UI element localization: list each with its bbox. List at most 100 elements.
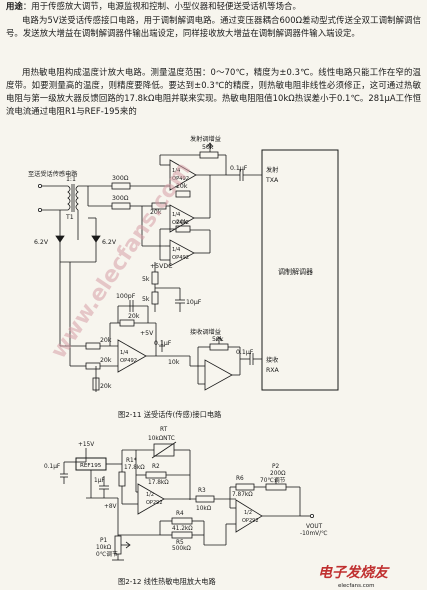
label-v15: +15V — [78, 442, 94, 448]
label-c01-a: 0.1μF — [230, 165, 248, 172]
label-vdc: +5VDC — [150, 263, 172, 270]
label-r50k-b: 50k — [212, 336, 224, 343]
label-tx1: 发射 — [266, 166, 278, 174]
label-r1: R1* — [126, 458, 137, 464]
label-op-a2: OP492 — [172, 176, 189, 182]
label-op2: 1/2 — [244, 510, 252, 516]
label-r2v: 17.8kΩ — [148, 480, 169, 486]
label-r2: R2 — [152, 464, 160, 470]
resistor-300-b — [111, 202, 131, 210]
resistor-r4 — [171, 517, 193, 525]
zener-b — [91, 235, 101, 243]
label-modem: 调制解调器 — [278, 267, 313, 276]
label-r5v: 500kΩ — [172, 546, 191, 552]
opamp-c — [169, 239, 195, 267]
logo-text: 电子发烧友 — [318, 564, 390, 581]
label-r50k-a: 50k — [202, 144, 214, 151]
zener-a — [55, 235, 65, 243]
label-op-c2: OP492 — [172, 255, 189, 261]
resistor-50k-b — [209, 343, 229, 351]
modem-block — [261, 149, 339, 391]
opamp-op292-b — [235, 499, 263, 533]
resistor-r2 — [145, 471, 167, 479]
label-op-a: 1/4 — [172, 168, 181, 174]
label-rtv: 10kΩNTC — [148, 436, 175, 442]
figure-2-12-labels: +15V 0.1μF REF195 1μF R1* 17.8kΩ RT 10kΩ… — [44, 427, 328, 558]
label-c100p: 100pF — [116, 293, 136, 300]
figure-2-12-caption: 图2-12 线性热敏电阻放大电路 — [118, 577, 216, 586]
label-v5: +5V — [140, 330, 154, 337]
label-c01-c: 0.1μF — [236, 349, 254, 356]
opamp-b — [169, 204, 195, 233]
label-ref195: REF195 — [80, 463, 102, 469]
label-rx1: 接收 — [266, 356, 278, 364]
resistor-5k-a — [151, 271, 159, 285]
label-tx-gain: 发射调增益 — [190, 135, 221, 143]
opamp-op292-a — [137, 483, 165, 515]
label-r10k: 10k — [168, 359, 180, 366]
label-vout2: -10mV/℃ — [300, 530, 328, 537]
label-op1b: OP292 — [146, 500, 163, 506]
label-p2adj: 70℃调节 — [260, 476, 286, 484]
label-p1: P1 — [100, 538, 107, 544]
resistor-5k-b — [151, 291, 159, 305]
label-line-side: 至送受话传感电路 — [28, 170, 78, 178]
label-t1: T1 — [65, 214, 74, 221]
paragraph-usage: 用途：用于传感放大调节，电源监视和控制、小型仪器和轻便送受话机等场合。 — [6, 0, 421, 13]
label-r300b: 300Ω — [112, 195, 129, 202]
label-r20k-b: 20k — [176, 183, 188, 190]
label-op-d: 1/4 — [120, 350, 129, 356]
resistor-r6 — [235, 483, 255, 491]
site-logo: 电子发烧友 elecfans.com — [318, 564, 390, 589]
resistor-r3 — [195, 495, 215, 503]
figure-2-11-labels: 发射调增益 至送受话传感电路 1:1 T1 300Ω 300Ω 50k 1/4 … — [28, 135, 313, 390]
resistor-20k-f — [92, 377, 100, 391]
label-c10u: 10μF — [186, 299, 202, 306]
label-rx2: RXA — [266, 367, 280, 374]
label-op-b: 1/4 — [172, 212, 181, 218]
figure-2-11-caption: 图2-11 送受话传(传感)接口电路 — [118, 410, 221, 419]
label-op1: 1/2 — [146, 492, 154, 498]
resistor-r1 — [118, 471, 126, 487]
resistor-300-a — [111, 182, 131, 190]
paragraph-thermistor: 用热敏电阻构成温度计放大电路。测量温度范围：0～70℃，精度为±0.3℃。线性电… — [6, 67, 421, 117]
label-c1u: 1μF — [94, 478, 105, 484]
label-p2: P2 — [272, 464, 279, 470]
label-p2v: 200Ω — [270, 471, 286, 477]
resistor-20k-e — [85, 362, 101, 370]
label-r3: R3 — [198, 488, 206, 494]
figure-2-11-diagram — [38, 142, 339, 392]
label-c01: 0.1μF — [44, 464, 60, 470]
resistor-r5 — [171, 531, 193, 539]
label-vout: VOUT — [306, 524, 323, 530]
label-r6v: 7.87kΩ — [232, 492, 253, 498]
label-r6: R6 — [236, 476, 244, 482]
label-r5k-b: 5k — [142, 296, 150, 303]
label-r5k-a: 5k — [142, 276, 150, 283]
resistor-20k-b — [175, 190, 191, 198]
resistor-20k-g — [119, 319, 135, 327]
resistor-20k-d — [85, 342, 101, 350]
label-rx-gain: 接收调增益 — [190, 328, 221, 336]
resistor-50k-a — [199, 151, 219, 159]
transformer-t1 — [67, 184, 79, 212]
label-r20k-e: 20k — [100, 357, 112, 364]
label-op-c: 1/4 — [172, 247, 181, 253]
opamp-a — [169, 159, 197, 191]
label-r4: R4 — [176, 511, 184, 517]
label-r20k-f: 20k — [100, 383, 112, 390]
label-c01-b: 0.1μF — [154, 340, 172, 347]
opamp-rx — [204, 359, 233, 391]
logo-subtext: elecfans.com — [338, 583, 374, 589]
label-op-b2: OP492 — [172, 220, 189, 226]
label-r5: R5 — [176, 540, 184, 546]
label-op-d2: OP492 — [120, 358, 137, 364]
label-r20k-c: 20k — [176, 219, 188, 226]
label-r4v: 41.2kΩ — [172, 526, 193, 532]
label-zener-b: 6.2V — [102, 239, 117, 246]
paragraph-interface: 电路为5V送受话传感接口电路，用于调制解调电路。通过变压器耦合600Ω差动型式传… — [6, 15, 421, 39]
label-p1v: 10kΩ — [96, 545, 112, 551]
opamp-d — [117, 339, 147, 373]
figure-2-12-diagram — [60, 441, 314, 561]
